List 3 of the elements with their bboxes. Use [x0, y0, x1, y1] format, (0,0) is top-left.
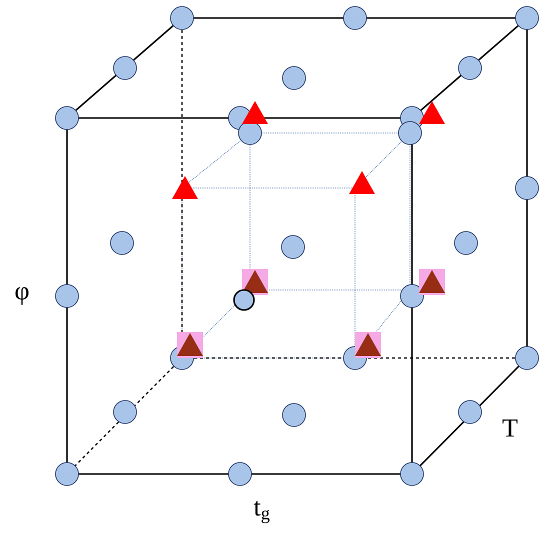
axis-label: T — [502, 419, 518, 436]
axis-label: t$_{g}$ — [254, 500, 270, 524]
axis-label: φ — [16, 287, 28, 305]
